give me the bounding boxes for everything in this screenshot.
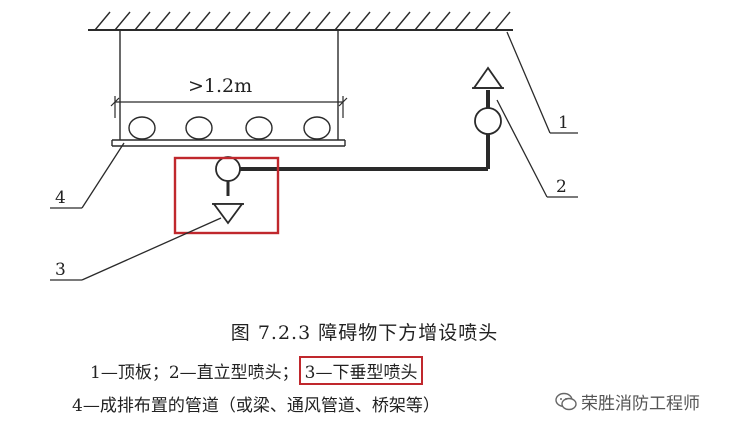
legend-item-3: 3—下垂型喷头: [298, 356, 424, 385]
branch-pipe: [240, 90, 490, 171]
dimension-label: >1.2m: [188, 75, 252, 97]
callout-2: 2: [556, 177, 567, 197]
sprinkler-diagram: >1.2m: [50, 11, 578, 281]
caption-legend-line-2: 4—成排布置的管道（或梁、通风管道、桥架等）: [72, 396, 440, 416]
legend-items-1-2: 1—顶板；2—直立型喷头；: [90, 363, 299, 383]
leader-lines: [50, 31, 578, 281]
callout-1: 1: [558, 113, 569, 133]
caption-legend-line-1: 1—顶板；2—直立型喷头；3—下垂型喷头: [90, 356, 424, 385]
tray-hangers: [119, 30, 339, 140]
figure-title: 图 7.2.3 障碍物下方增设喷头: [230, 322, 499, 344]
pipe-row: [128, 116, 331, 140]
pendent-sprinkler: [212, 156, 244, 225]
cable-tray: [111, 139, 346, 147]
ceiling-slab: [88, 11, 513, 31]
watermark-text: 荣胜消防工程师: [581, 394, 700, 414]
wechat-icon: [555, 392, 577, 410]
callout-3: 3: [55, 260, 66, 280]
upright-sprinkler: [472, 66, 504, 135]
callout-4: 4: [55, 188, 66, 208]
highlight-frame-sprinkler: [173, 156, 280, 235]
watermark: 荣胜消防工程师: [555, 389, 700, 414]
dimension-line: [110, 96, 348, 118]
